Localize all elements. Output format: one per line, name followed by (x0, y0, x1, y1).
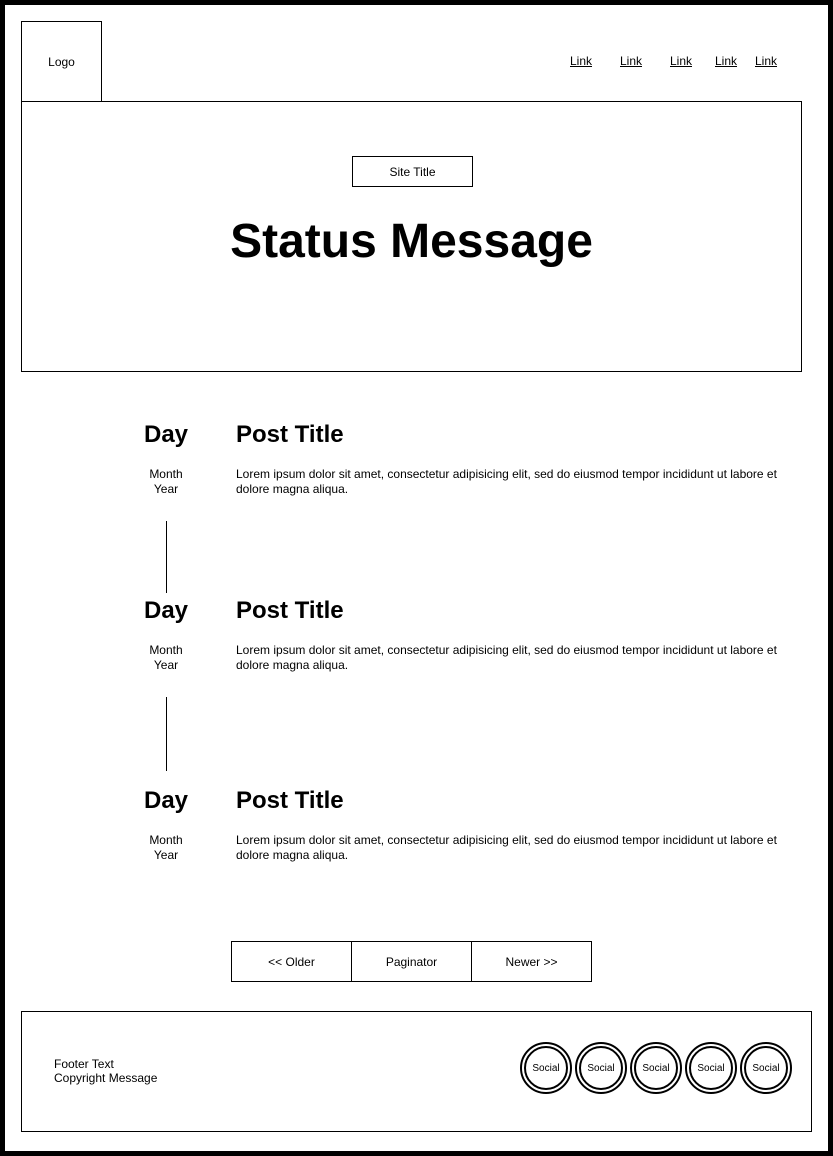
post-title[interactable]: Post Title (236, 787, 344, 814)
post-day: Day (143, 597, 189, 624)
site-title[interactable]: Site Title (352, 156, 473, 187)
post-day: Day (143, 421, 189, 448)
social-label: Social (689, 1046, 733, 1090)
nav-link-4[interactable]: Link (715, 54, 738, 68)
social-label: Social (744, 1046, 788, 1090)
timeline-connector (166, 697, 167, 771)
post-day: Day (143, 787, 189, 814)
copyright-message: Copyright Message (54, 1071, 158, 1085)
social-link-3[interactable]: Social (630, 1042, 682, 1094)
nav-link-3[interactable]: Link (670, 54, 693, 68)
footer-text: Footer Text (54, 1057, 114, 1071)
social-link-5[interactable]: Social (740, 1042, 792, 1094)
post-year: Year (153, 848, 179, 862)
social-label: Social (524, 1046, 568, 1090)
older-button[interactable]: << Older (231, 941, 352, 982)
timeline-connector (166, 521, 167, 593)
nav-link-5[interactable]: Link (755, 54, 778, 68)
social-link-4[interactable]: Social (685, 1042, 737, 1094)
post-excerpt: Lorem ipsum dolor sit amet, consectetur … (236, 643, 777, 672)
social-link-2[interactable]: Social (575, 1042, 627, 1094)
footer: Footer Text Copyright Message Social Soc… (21, 1011, 812, 1132)
logo[interactable]: Logo (21, 21, 102, 102)
social-label: Social (579, 1046, 623, 1090)
social-label: Social (634, 1046, 678, 1090)
newer-button[interactable]: Newer >> (471, 941, 592, 982)
post-excerpt: Lorem ipsum dolor sit amet, consectetur … (236, 467, 777, 496)
post-year: Year (153, 482, 179, 496)
nav-link-2[interactable]: Link (620, 54, 643, 68)
post-year: Year (153, 658, 179, 672)
logo-label: Logo (48, 54, 75, 69)
status-message: Status Message (230, 215, 593, 268)
post-month: Month (149, 467, 183, 481)
post-title[interactable]: Post Title (236, 597, 344, 624)
hero-banner: Site Title Status Message (21, 101, 802, 372)
paginator-label: Paginator (351, 941, 472, 982)
post-excerpt: Lorem ipsum dolor sit amet, consectetur … (236, 833, 777, 862)
social-link-1[interactable]: Social (520, 1042, 572, 1094)
post-month: Month (149, 643, 183, 657)
post-month: Month (149, 833, 183, 847)
nav-link-1[interactable]: Link (570, 54, 593, 68)
post-title[interactable]: Post Title (236, 421, 344, 448)
